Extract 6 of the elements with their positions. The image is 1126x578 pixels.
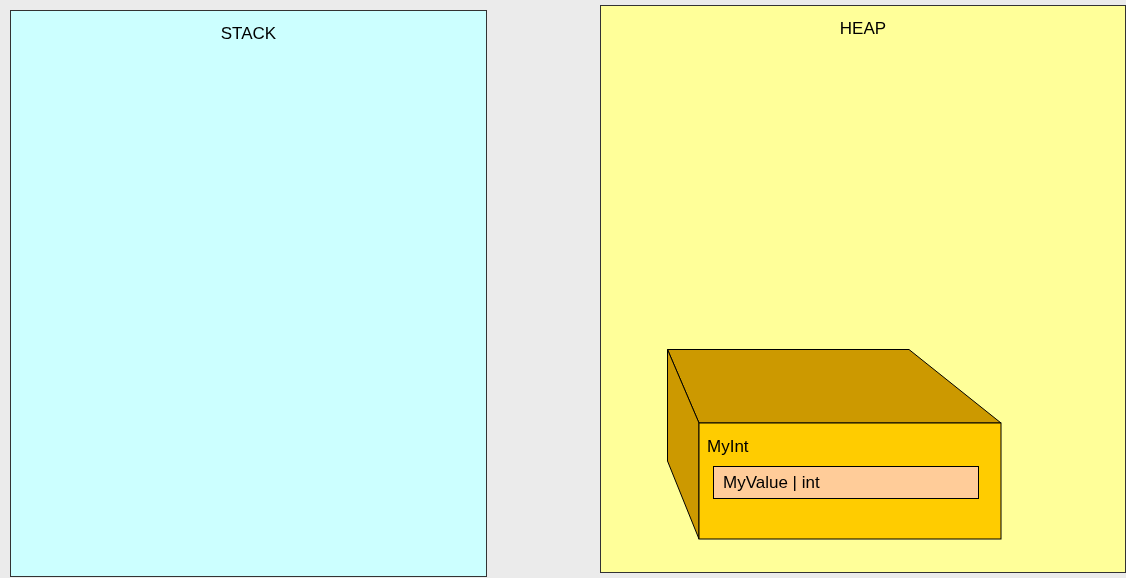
panel-title: HEAP <box>838 18 888 40</box>
panel-title: STACK <box>219 23 278 45</box>
field-row: MyValue | int <box>713 466 979 499</box>
heap-panel <box>600 5 1126 573</box>
stack-panel <box>10 10 487 577</box>
object-name: MyInt <box>707 436 749 458</box>
